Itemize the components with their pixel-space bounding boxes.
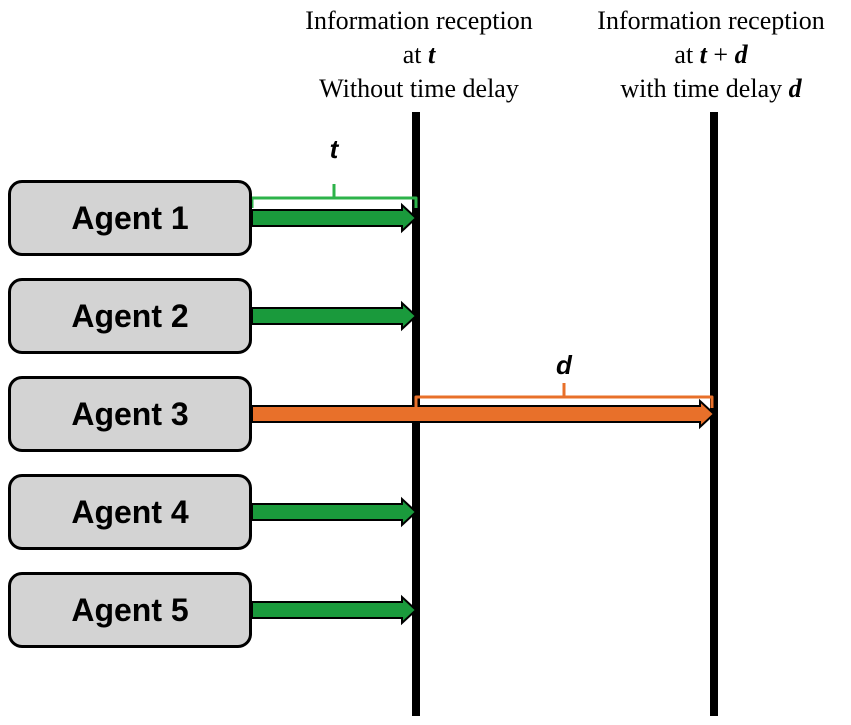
header-without-delay-at: at xyxy=(402,40,429,69)
header-with-delay-text: with time delay xyxy=(620,74,789,103)
symbol-d: d xyxy=(734,40,748,69)
arrow-layer xyxy=(251,202,716,626)
arrow-agent-1 xyxy=(251,202,418,234)
header-with-delay: Information reception at t + d with time… xyxy=(570,4,851,106)
brace-delay xyxy=(414,383,714,408)
symbol-t: t xyxy=(428,40,436,69)
brace-label-d: d xyxy=(556,350,572,380)
agent-label: Agent 4 xyxy=(71,493,189,530)
header-with-delay-line2: at t + d xyxy=(570,38,851,72)
header-with-delay-line1: Information reception xyxy=(597,6,825,35)
agent-label: Agent 1 xyxy=(71,199,189,236)
header-without-delay-line1: Information reception xyxy=(305,6,533,35)
agent-box-2: Agent 2 xyxy=(8,278,252,354)
agent-label: Agent 5 xyxy=(71,591,189,628)
agent-box-5: Agent 5 xyxy=(8,572,252,648)
symbol-d: d xyxy=(788,74,802,103)
header-with-delay-line3: with time delay d xyxy=(570,72,851,106)
arrow-agent-2 xyxy=(251,300,418,332)
agent-label: Agent 3 xyxy=(71,395,189,432)
arrow-agent-4 xyxy=(251,496,418,528)
agent-label: Agent 2 xyxy=(71,297,189,334)
agent-box-3: Agent 3 xyxy=(8,376,252,452)
brace-no-delay xyxy=(250,184,418,208)
agent-box-1: Agent 1 xyxy=(8,180,252,256)
header-without-delay: Information reception at t Without time … xyxy=(278,4,560,106)
arrow-agent-5 xyxy=(251,594,418,626)
symbol-t: t xyxy=(699,40,707,69)
agent-box-4: Agent 4 xyxy=(8,474,252,550)
header-with-delay-at: at xyxy=(674,40,700,69)
plus-sign: + xyxy=(706,40,735,69)
header-without-delay-line3: Without time delay xyxy=(319,74,519,103)
delayed-arrow-agent-3 xyxy=(251,398,716,430)
header-without-delay-line2: at t xyxy=(278,38,560,72)
brace-label-t: t xyxy=(329,134,339,164)
